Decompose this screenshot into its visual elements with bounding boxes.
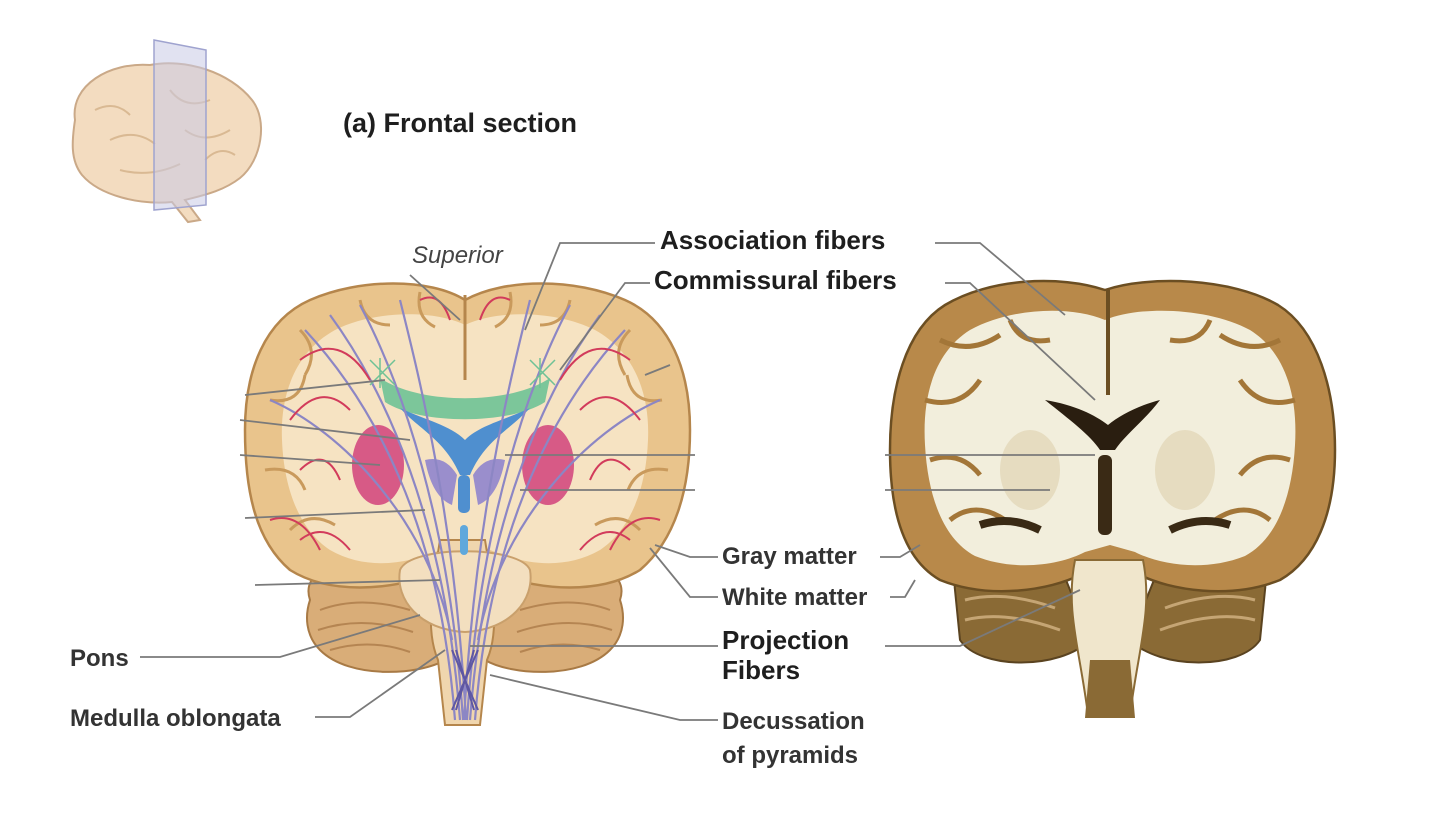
association-fibers bbox=[269, 296, 661, 551]
label-medulla-oblongata: Medulla oblongata bbox=[70, 705, 281, 732]
projection-fibers bbox=[269, 299, 661, 721]
label-projection-line1: Projection bbox=[722, 625, 850, 655]
photo-ventricles bbox=[1045, 400, 1160, 450]
label-decussation-line2: of pyramids bbox=[722, 741, 859, 769]
label-white-matter: White matter bbox=[722, 584, 868, 611]
leader-lines bbox=[140, 242, 1096, 721]
fourth-ventricle bbox=[460, 525, 468, 555]
label-decussation-line1: Decussation bbox=[722, 708, 865, 735]
orientation-brain-icon bbox=[71, 39, 263, 224]
lateral-ventricles bbox=[400, 408, 530, 475]
label-projection-line2: Fibers bbox=[722, 654, 801, 685]
label-decussation-of-pyramids: Decussation of pyramids bbox=[722, 708, 865, 769]
label-gray-matter: Gray matter bbox=[722, 543, 857, 570]
third-ventricle bbox=[458, 475, 470, 513]
label-superior: Superior bbox=[412, 242, 503, 269]
illustrated-section bbox=[243, 282, 692, 726]
figure-title: (a) Frontal section bbox=[343, 108, 578, 138]
decussation-pyramids bbox=[451, 649, 479, 711]
label-association-fibers: Association fibers bbox=[660, 225, 886, 255]
commissural-fibers-band bbox=[380, 378, 550, 420]
label-commissural-fibers: Commissural fibers bbox=[654, 265, 897, 295]
label-pons: Pons bbox=[70, 645, 129, 672]
photo-section bbox=[888, 279, 1337, 718]
label-projection-fibers: Projection Fibers bbox=[722, 625, 850, 686]
basal-nuclei-right bbox=[522, 425, 574, 505]
